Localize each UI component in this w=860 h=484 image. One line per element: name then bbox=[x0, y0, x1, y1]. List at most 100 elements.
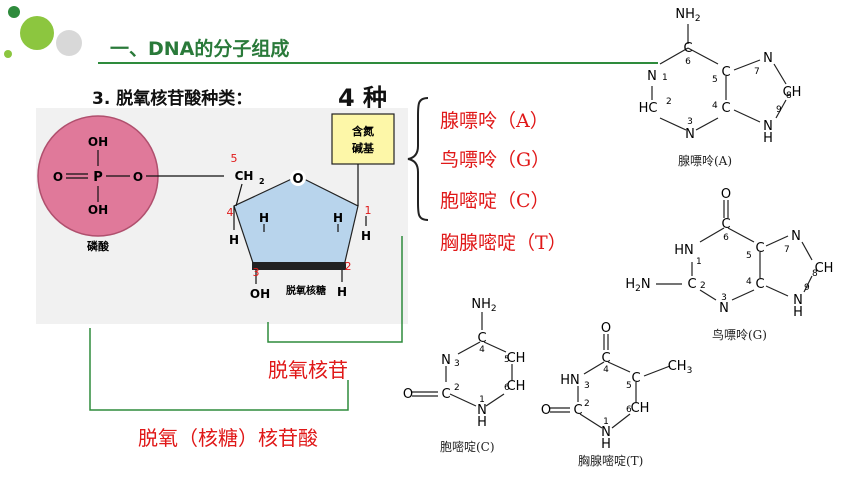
decor-dot-medium bbox=[56, 30, 82, 56]
phosphate-o-link: O bbox=[133, 170, 143, 184]
svg-text:2: 2 bbox=[666, 97, 672, 107]
svg-text:O: O bbox=[601, 321, 611, 336]
bracket-lines bbox=[89, 236, 403, 411]
svg-text:O: O bbox=[403, 387, 413, 402]
svg-text:C: C bbox=[687, 277, 696, 292]
svg-text:N: N bbox=[719, 301, 729, 316]
guanine-structure: O C 6 HN 1 H2N C 2 N 3 C 5 C 4 N 7 CH 8 … bbox=[625, 188, 834, 320]
svg-text:C: C bbox=[755, 277, 764, 292]
svg-text:2: 2 bbox=[454, 383, 460, 393]
svg-text:6: 6 bbox=[626, 405, 632, 415]
svg-text:2: 2 bbox=[584, 399, 590, 409]
nucleotide-diagram: OH O P O OH 磷酸 CH 2 O 含氮 碱基 H H H H OH 脱… bbox=[36, 108, 408, 324]
question-label: 3. 脱氧核苷酸种类： bbox=[92, 89, 253, 109]
svg-text:N: N bbox=[685, 127, 695, 142]
svg-text:4: 4 bbox=[712, 101, 718, 111]
phosphate-oh-bottom: OH bbox=[88, 203, 108, 217]
base-cytosine: 胞嘧啶（C） bbox=[440, 190, 550, 212]
svg-text:CH3: CH3 bbox=[668, 359, 693, 376]
adenine-structure: NH2 C 6 N 1 HC 2 N 3 C 5 C 4 N 7 CH 8 N … bbox=[639, 7, 802, 146]
svg-text:8: 8 bbox=[812, 269, 818, 279]
carbon-4: 4 bbox=[227, 206, 234, 219]
svg-text:1: 1 bbox=[696, 257, 702, 267]
svg-text:4: 4 bbox=[746, 277, 752, 287]
carbon-3: 3 bbox=[253, 266, 260, 279]
svg-text:3: 3 bbox=[687, 117, 693, 127]
svg-text:C: C bbox=[721, 101, 730, 116]
svg-text:6: 6 bbox=[504, 383, 510, 393]
svg-text:1: 1 bbox=[603, 417, 609, 427]
decor-dot-small bbox=[8, 6, 20, 18]
phosphate-p: P bbox=[93, 170, 103, 185]
nucleoside-bracket bbox=[267, 236, 403, 343]
cytosine-structure: NH2 C 4 N 3 CH 5 CH 6 C 2 O N 1 H bbox=[403, 297, 526, 430]
svg-text:HN: HN bbox=[560, 373, 580, 388]
oh-c3: OH bbox=[250, 287, 270, 301]
svg-text:C: C bbox=[631, 371, 640, 386]
svg-text:6: 6 bbox=[685, 57, 691, 67]
svg-text:C: C bbox=[441, 387, 450, 402]
svg-text:5: 5 bbox=[504, 355, 510, 365]
bond-c5-c4 bbox=[235, 183, 243, 207]
svg-text:C: C bbox=[601, 351, 610, 366]
svg-text:H2N: H2N bbox=[625, 277, 650, 294]
sugar-bottom-edge bbox=[252, 262, 346, 270]
guanine-name: 鸟嘌呤(G) bbox=[712, 328, 767, 342]
nucleotide-label: 脱氧（核糖）核苷酸 bbox=[138, 426, 318, 450]
svg-text:5: 5 bbox=[626, 381, 632, 391]
svg-text:N: N bbox=[647, 69, 657, 84]
svg-text:3: 3 bbox=[721, 293, 727, 303]
svg-text:C: C bbox=[683, 41, 692, 56]
svg-text:9: 9 bbox=[776, 105, 782, 115]
page-title: 一、DNA的分子组成 bbox=[110, 38, 290, 60]
svg-text:6: 6 bbox=[723, 233, 729, 243]
svg-text:5: 5 bbox=[712, 75, 718, 85]
svg-text:H: H bbox=[601, 437, 611, 452]
svg-text:N: N bbox=[601, 425, 611, 440]
phosphate-o-double: O bbox=[53, 170, 63, 184]
h-c2-top: H bbox=[333, 211, 343, 225]
svg-text:2: 2 bbox=[700, 281, 706, 291]
svg-text:NH2: NH2 bbox=[675, 7, 700, 24]
svg-text:C: C bbox=[477, 331, 486, 346]
svg-text:8: 8 bbox=[786, 91, 792, 101]
svg-text:3: 3 bbox=[454, 359, 460, 369]
adenine-name: 腺嘌呤(A) bbox=[678, 154, 733, 168]
h-c1: H bbox=[361, 229, 371, 243]
svg-text:O: O bbox=[541, 403, 551, 418]
base-box bbox=[331, 113, 395, 165]
ch2-label: CH bbox=[235, 169, 254, 183]
svg-text:4: 4 bbox=[479, 345, 485, 355]
base-box-line2: 碱基 bbox=[352, 141, 375, 155]
svg-text:7: 7 bbox=[784, 245, 790, 255]
base-thymine: 胸腺嘧啶（T） bbox=[440, 232, 567, 254]
carbon-2: 2 bbox=[345, 260, 352, 273]
ring-oxygen: O bbox=[292, 172, 303, 187]
svg-text:N: N bbox=[763, 51, 773, 66]
svg-text:H: H bbox=[763, 131, 773, 146]
h-c4: H bbox=[229, 233, 239, 247]
svg-text:O: O bbox=[721, 188, 731, 202]
svg-text:H: H bbox=[477, 415, 487, 430]
svg-text:HN: HN bbox=[674, 243, 694, 258]
title-underline bbox=[98, 62, 658, 64]
thymine-structure: O C 4 HN 3 C 5 CH3 CH 6 C 2 O N 1 H bbox=[541, 321, 693, 452]
carbon-1: 1 bbox=[365, 204, 372, 217]
carbon-5: 5 bbox=[231, 152, 238, 165]
svg-text:C: C bbox=[721, 65, 730, 80]
svg-text:3: 3 bbox=[584, 381, 590, 391]
svg-text:CH: CH bbox=[815, 261, 834, 276]
svg-text:N: N bbox=[763, 119, 773, 134]
svg-text:NH2: NH2 bbox=[471, 297, 496, 314]
svg-text:CH: CH bbox=[507, 379, 526, 394]
svg-text:N: N bbox=[793, 293, 803, 308]
phosphate-oh-top: OH bbox=[88, 135, 108, 149]
h-c3-top: H bbox=[259, 211, 269, 225]
base-guanine: 鸟嘌呤（G） bbox=[440, 149, 551, 171]
sugar-label: 脱氧核糖 bbox=[286, 284, 326, 297]
svg-text:5: 5 bbox=[746, 251, 752, 261]
svg-text:N: N bbox=[441, 353, 451, 368]
base-box-line1: 含氮 bbox=[351, 124, 374, 138]
svg-text:CH: CH bbox=[631, 401, 650, 416]
nucleotide-bracket bbox=[89, 328, 349, 411]
